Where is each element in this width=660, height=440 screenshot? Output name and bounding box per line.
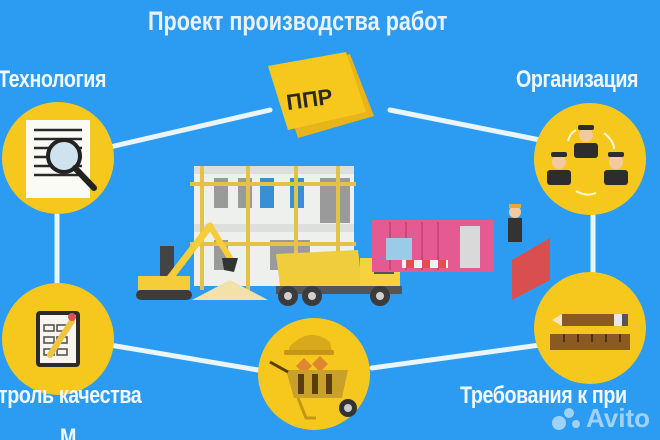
node-organization bbox=[534, 103, 646, 215]
node-label-quality-control: троль качества bbox=[0, 382, 142, 409]
document-magnifier-icon bbox=[26, 120, 97, 198]
watermark-text: Avito bbox=[585, 403, 650, 433]
node-technology bbox=[2, 102, 114, 214]
pencil-ruler-icon bbox=[550, 314, 630, 350]
avito-logo-icon bbox=[551, 406, 582, 432]
page-title: Проект производства работ bbox=[148, 6, 448, 36]
bottom-partial-label: М bbox=[60, 424, 76, 440]
node-label-technology: Технология bbox=[0, 66, 107, 93]
checklist-clipboard-icon bbox=[36, 311, 80, 367]
node-materials bbox=[258, 318, 370, 430]
ppr-document-icon: ППР bbox=[268, 52, 374, 138]
construction-scene-illustration bbox=[136, 166, 550, 306]
node-quality-control bbox=[2, 283, 114, 395]
avito-watermark: Avito bbox=[551, 403, 650, 434]
team-hierarchy-icon bbox=[547, 125, 628, 196]
node-label-requirements: Требования к при bbox=[460, 382, 627, 409]
node-requirements bbox=[534, 272, 646, 384]
node-label-organization: Организация bbox=[516, 66, 639, 93]
wheelbarrow-helmet-icon bbox=[269, 334, 357, 420]
